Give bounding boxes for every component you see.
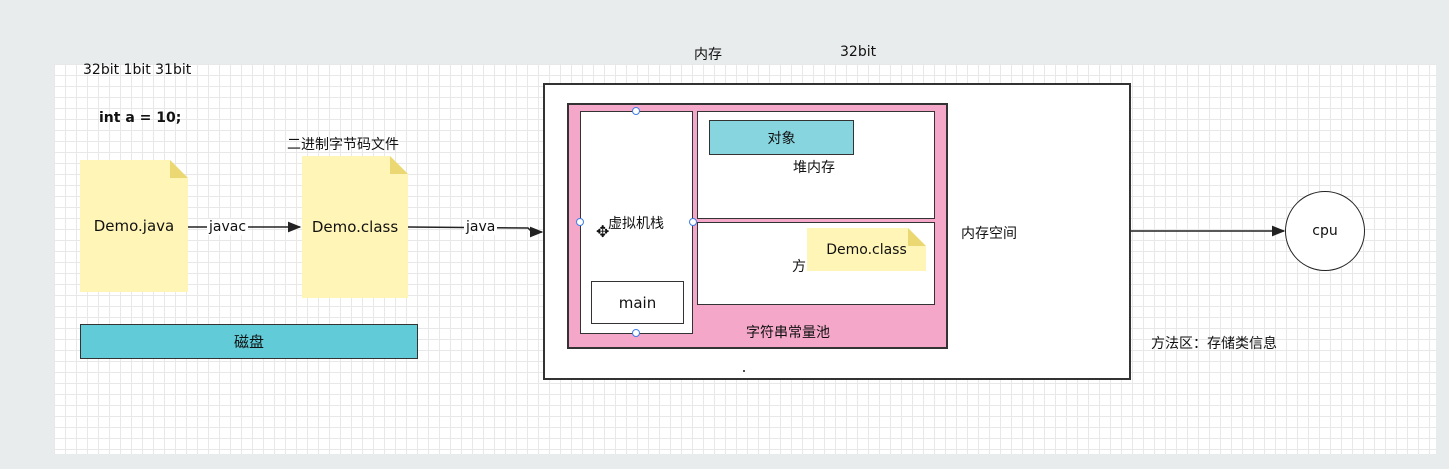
memory-top-label: 内存 bbox=[694, 47, 722, 63]
disk-label: 磁盘 bbox=[233, 333, 264, 351]
main-frame-label: main bbox=[618, 293, 657, 312]
java-edge-label[interactable]: java bbox=[464, 219, 498, 235]
move-cursor-icon: ✥ bbox=[596, 222, 610, 241]
demo-class-file-note[interactable]: Demo.class bbox=[302, 156, 408, 298]
selection-handle-bottom[interactable] bbox=[632, 329, 640, 337]
memory-space-label[interactable]: 内存空间 bbox=[961, 226, 1017, 242]
demo-java-file-note[interactable]: Demo.java bbox=[80, 160, 188, 292]
javac-edge-label[interactable]: javac bbox=[207, 219, 249, 235]
object-box[interactable]: 对象 bbox=[709, 120, 854, 155]
cpu-label: cpu bbox=[1312, 223, 1338, 239]
string-pool-label: 字符串常量池 bbox=[746, 325, 830, 341]
object-label: 对象 bbox=[767, 130, 796, 147]
dot-mark bbox=[743, 370, 745, 372]
bits-top-label: 32bit bbox=[840, 44, 877, 60]
method-area-note[interactable]: 方法区：存储类信息 bbox=[1151, 336, 1277, 352]
selection-handle-top[interactable] bbox=[632, 107, 640, 115]
vm-stack-label: 虚拟机栈 bbox=[608, 216, 664, 232]
bit-layout-text[interactable]: 32bit 1bit 31bit bbox=[83, 62, 192, 78]
disk-bar[interactable]: 磁盘 bbox=[80, 324, 418, 359]
selection-handle-right[interactable] bbox=[689, 218, 697, 226]
heap-label: 堆内存 bbox=[793, 160, 835, 176]
selection-handle-left[interactable] bbox=[576, 218, 584, 226]
demo-class-memory-label: Demo.class bbox=[826, 241, 907, 258]
main-frame-box[interactable]: main bbox=[591, 281, 684, 324]
demo-class-label: Demo.class bbox=[311, 218, 399, 236]
bytecode-caption[interactable]: 二进制字节码文件 bbox=[287, 137, 399, 153]
code-snippet-text[interactable]: int a = 10; bbox=[99, 110, 182, 126]
cpu-node[interactable]: cpu bbox=[1285, 191, 1365, 271]
demo-java-label: Demo.java bbox=[93, 217, 175, 235]
method-area-fragment-label: 方 bbox=[792, 259, 806, 275]
demo-class-memory-note[interactable]: Demo.class bbox=[807, 228, 926, 271]
